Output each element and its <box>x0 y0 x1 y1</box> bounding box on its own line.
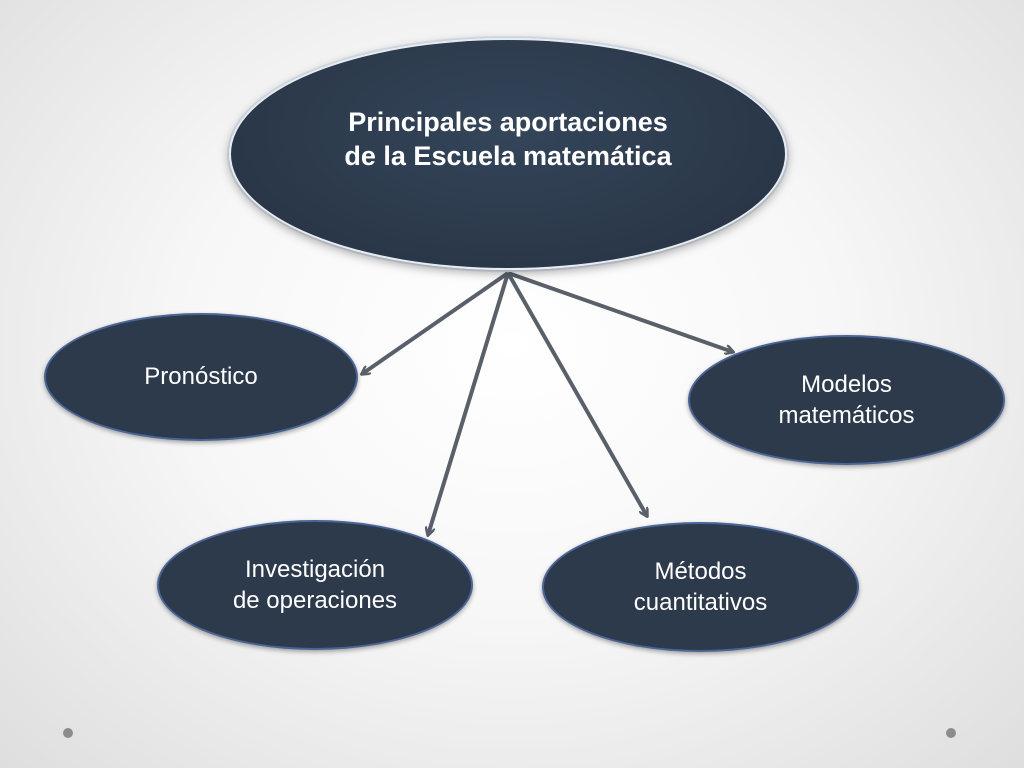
decorative-dot-left <box>63 728 73 738</box>
central-title-line1: Principales aportaciones <box>348 107 668 137</box>
node-modelos-line2: matemáticos <box>778 402 915 429</box>
node-metodos-line2: cuantitativos <box>633 589 768 616</box>
decorative-dot-right <box>946 728 956 738</box>
node-investigacion-label: Investigación de operaciones <box>195 554 435 616</box>
central-title-line2: de la Escuela matemática <box>344 141 672 171</box>
node-metodos-label: Métodos cuantitativos <box>581 556 821 618</box>
central-node: Principales aportaciones de la Escuela m… <box>229 38 787 270</box>
arrow-to-modelos <box>507 271 733 352</box>
arrow-to-metodos <box>506 272 647 516</box>
node-metodos-cuantitativos: Métodos cuantitativos <box>542 522 859 652</box>
node-investigacion-line1: Investigación <box>244 556 386 583</box>
node-investigacion-line2: de operaciones <box>232 587 398 614</box>
node-pronostico-line1: Pronóstico <box>144 362 258 390</box>
arrow-to-investigacion <box>428 272 510 535</box>
node-modelos-label: Modelos matemáticos <box>727 369 967 431</box>
node-modelos-matematicos: Modelos matemáticos <box>688 335 1005 465</box>
node-pronostico: Pronóstico <box>44 313 358 441</box>
node-modelos-line1: Modelos <box>801 371 892 398</box>
node-investigacion-operaciones: Investigación de operaciones <box>157 520 473 650</box>
node-metodos-line1: Métodos <box>654 558 747 585</box>
node-pronostico-label: Pronóstico <box>81 361 321 392</box>
arrow-to-pronostico <box>362 271 510 374</box>
central-node-label: Principales aportaciones de la Escuela m… <box>298 105 718 173</box>
